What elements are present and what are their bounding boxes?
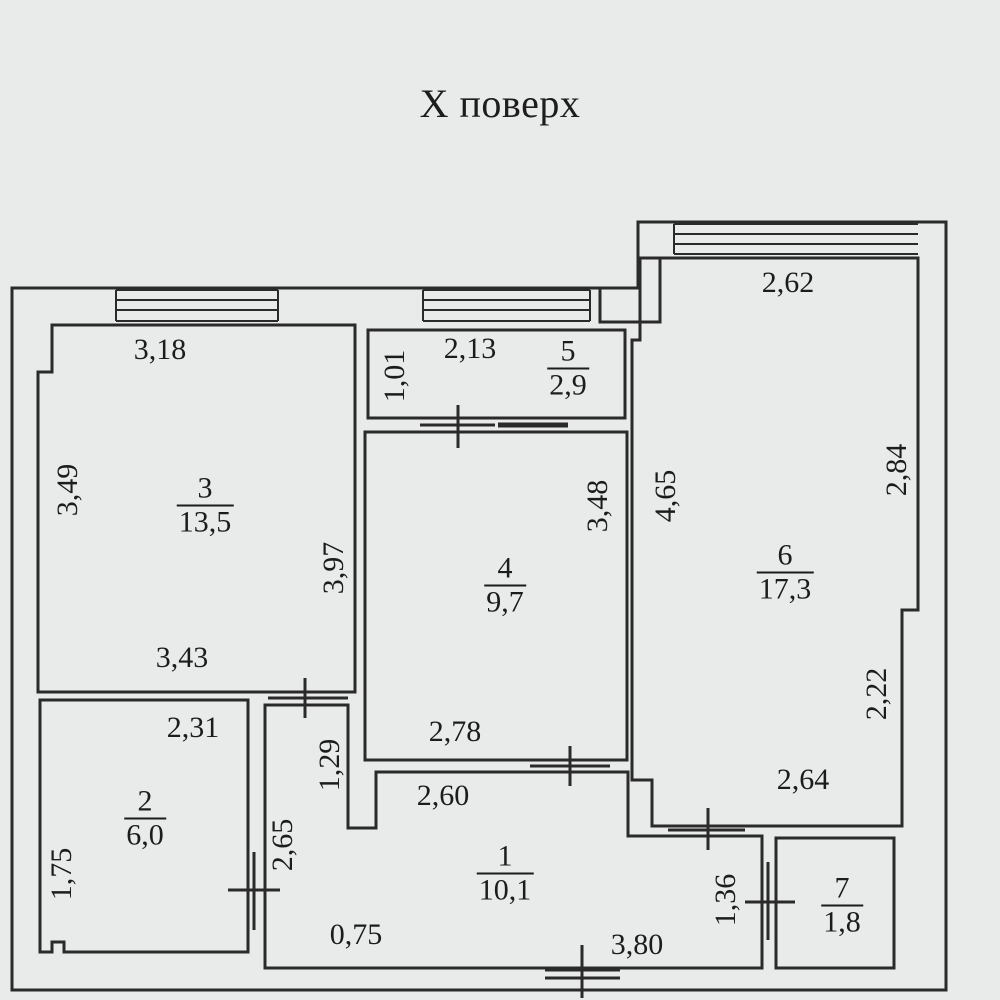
wall-pier — [598, 258, 662, 324]
room-area: 1,8 — [821, 904, 863, 938]
room-4-outline — [363, 430, 629, 762]
room-2-outline — [38, 698, 250, 954]
entrance-door — [545, 945, 620, 998]
room-number: 4 — [497, 551, 513, 585]
room-area: 10,1 — [476, 872, 534, 906]
door-room-6-to-hall — [668, 808, 745, 850]
floor-title: X поверх — [419, 81, 581, 126]
room-label-6: 6 17,3 — [756, 538, 814, 605]
dim-room-6-left: 4,65 — [649, 469, 682, 523]
window-room-5 — [422, 289, 591, 322]
room-area: 2,9 — [547, 367, 589, 401]
room-label-7: 7 1,8 — [821, 871, 863, 938]
dim-hall-right: 1,36 — [709, 873, 742, 927]
room-number: 2 — [137, 784, 153, 818]
room-number: 6 — [777, 538, 793, 572]
room-7-outline — [774, 836, 896, 970]
room-number: 5 — [560, 334, 576, 368]
room-area: 13,5 — [176, 504, 234, 538]
room-label-4: 4 9,7 — [484, 551, 526, 618]
dim-room-2-left: 1,75 — [45, 847, 78, 901]
room-1-outline — [263, 703, 764, 970]
dim-room-4-bottom: 2,78 — [428, 715, 482, 748]
dim-room-6-bottom: 2,64 — [776, 763, 830, 796]
room-label-1: 1 10,1 — [476, 839, 534, 906]
room-area: 17,3 — [756, 571, 814, 605]
dim-room-3-bottom: 3,43 — [155, 641, 209, 674]
dim-room-6-top: 2,62 — [761, 266, 815, 299]
dim-hall-bottom-left: 0,75 — [329, 918, 383, 951]
outer-wall-contour — [10, 220, 948, 992]
room-number: 3 — [197, 471, 213, 505]
room-label-2: 2 6,0 — [124, 784, 166, 851]
dim-room-3-left: 3,49 — [51, 463, 84, 517]
room-5-outline — [366, 328, 627, 420]
dim-hall-top: 2,60 — [416, 779, 470, 812]
door-room-2-to-hall — [228, 852, 280, 930]
dim-room-2-right: 2,65 — [266, 818, 299, 872]
room-area: 6,0 — [124, 817, 166, 851]
dim-room-5-top: 2,13 — [443, 332, 497, 365]
room-6-outline — [630, 256, 920, 828]
dim-room-5-left: 1,01 — [378, 349, 411, 403]
room-label-3: 3 13,5 — [176, 471, 234, 538]
dim-room-3-right: 3,97 — [317, 541, 350, 595]
room-number: 7 — [834, 871, 850, 905]
door-room-4-to-5 — [420, 405, 568, 448]
door-room-7-to-hall — [745, 862, 795, 940]
room-area: 9,7 — [484, 584, 526, 618]
dim-room-6-right-lower: 2,22 — [860, 667, 893, 721]
dim-hall-bottom: 3,80 — [610, 928, 664, 961]
dim-room-6-right-upper: 2,84 — [880, 443, 913, 497]
dim-room-4-right: 3,48 — [581, 479, 614, 533]
door-room-4-to-hall — [530, 746, 610, 786]
room-label-5: 5 2,9 — [547, 334, 589, 401]
dim-hall-left: 1,29 — [313, 738, 346, 792]
room-3-outline — [36, 323, 357, 694]
room-number: 1 — [497, 839, 513, 873]
window-room-3 — [115, 289, 279, 322]
door-room-3-to-hall — [268, 678, 348, 718]
dim-room-3-top: 3,18 — [133, 333, 187, 366]
dim-room-2-top: 2,31 — [166, 711, 220, 744]
window-room-6 — [673, 223, 918, 255]
